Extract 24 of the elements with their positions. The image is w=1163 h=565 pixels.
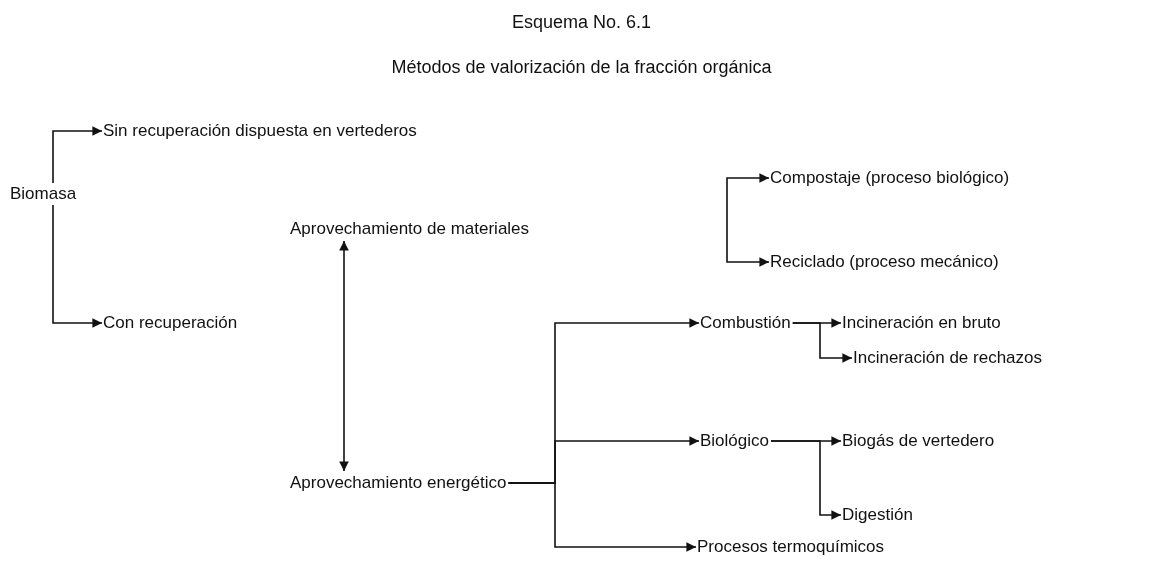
arrow: [52, 204, 103, 328]
arrow: [339, 240, 349, 472]
node-label: Incineración de rechazos: [853, 348, 1042, 368]
diagram-title: Esquema No. 6.1: [511, 12, 652, 33]
node-label: Aprovechamiento energético: [290, 473, 507, 493]
arrow: [726, 219, 770, 267]
node-label: Reciclado (proceso mecánico): [770, 252, 999, 272]
node-label: Biogás de vertedero: [842, 431, 995, 451]
arrow: [507, 482, 697, 552]
arrow: [770, 440, 842, 520]
node-label: Biológico: [700, 431, 769, 451]
node-label: Sin recuperación dispuesta en vertederos: [103, 121, 417, 141]
arrow: [52, 126, 103, 184]
node-label: Incineración en bruto: [842, 313, 1001, 333]
node-label: Biomasa: [10, 184, 77, 204]
node-label: Aprovechamiento de materiales: [290, 219, 530, 239]
node-label: Con recuperación: [103, 313, 238, 333]
diagram-subtitle: Métodos de valorización de la fracción orgánica: [391, 57, 772, 78]
node-label: Procesos termoquímicos: [697, 537, 885, 557]
arrow: [726, 173, 770, 221]
node-label: Digestión: [842, 505, 913, 525]
node-label: Compostaje (proceso biológico): [770, 168, 1010, 188]
node-label: Combustión: [700, 313, 791, 333]
arrow: [791, 322, 853, 363]
